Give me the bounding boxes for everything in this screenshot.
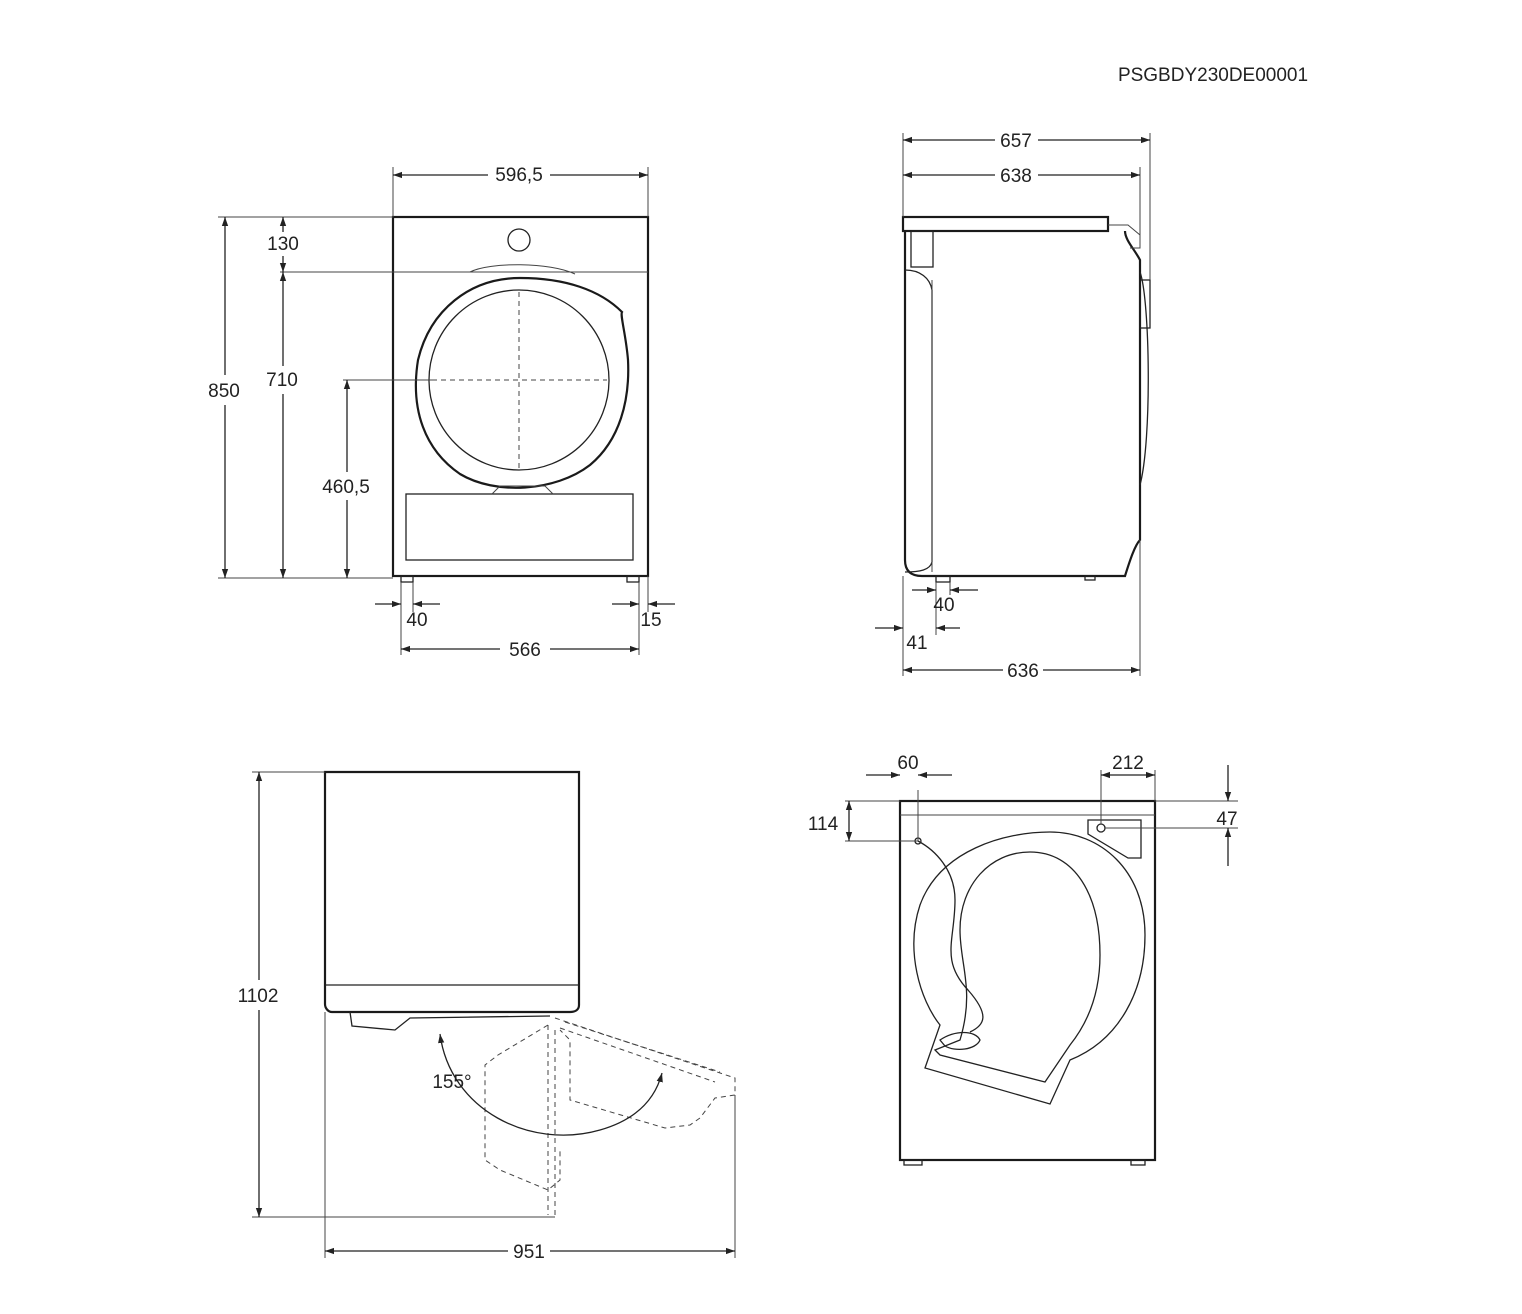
- side-top-cover: [901, 215, 1110, 233]
- front-foot-right-label: 15: [640, 610, 661, 631]
- side-view: 657 638 40 41 636: [875, 131, 1151, 682]
- front-filter-panel: [405, 493, 634, 561]
- side-door-handle: [1139, 279, 1151, 329]
- front-top-panel-label: 130: [267, 234, 299, 255]
- rear-hose-height-label: 47: [1216, 809, 1237, 830]
- rear-drum-inner: [933, 851, 1101, 1083]
- rear-hose-offset-label: 212: [1112, 753, 1144, 774]
- front-height-label: 850: [208, 381, 240, 402]
- door-open-body: [323, 770, 581, 1014]
- door-open-ghost-2: [484, 1024, 561, 1191]
- door-open-height-label: 1102: [238, 986, 279, 1007]
- side-front-top: [1108, 224, 1141, 249]
- side-foot-offset-label: 40: [933, 595, 954, 616]
- side-rear-offset-label: 41: [906, 633, 927, 654]
- front-view: 596,5 850 130 710 460,5 40 15: [208, 165, 675, 661]
- front-body: [391, 215, 650, 578]
- door-open-view: 155° 1102 951: [238, 770, 736, 1263]
- front-control-knob: [507, 228, 531, 252]
- rear-foot-right: [1130, 1159, 1146, 1166]
- side-foot-rear: [935, 575, 951, 583]
- front-door-center-label: 460,5: [322, 477, 370, 498]
- rear-drain-hose-outlet: [1087, 819, 1142, 859]
- door-open-ghost-1: [554, 1017, 736, 1129]
- door-open-angle-arc: [438, 1033, 663, 1136]
- rear-foot-left: [903, 1159, 923, 1166]
- side-foot-front: [1084, 575, 1096, 581]
- side-rear-panel: [904, 269, 933, 573]
- front-door-top-arc: [469, 264, 576, 275]
- front-door-glass: [428, 289, 610, 471]
- front-feet-span-label: 566: [509, 640, 541, 661]
- rear-body: [898, 799, 1157, 1162]
- rear-cable-offset-label: 60: [897, 753, 918, 774]
- side-depth-base-label: 636: [1007, 661, 1039, 682]
- door-open-angle-label: 155°: [432, 1072, 471, 1093]
- rear-power-cable: [917, 840, 984, 1033]
- front-door-height-label: 710: [266, 370, 298, 391]
- side-door-bulge: [1139, 271, 1149, 486]
- front-width-label: 596,5: [495, 165, 543, 186]
- rear-cable-plug: [939, 1031, 981, 1051]
- side-rear-bracket: [910, 230, 934, 268]
- side-depth-body-label: 638: [1000, 166, 1032, 187]
- front-door-outer: [414, 276, 630, 489]
- rear-cable-height-label: 114: [808, 814, 839, 835]
- door-open-hinge: [349, 1011, 551, 1031]
- side-body: [903, 230, 1142, 578]
- front-foot-right: [626, 575, 640, 583]
- document-code: PSGBDY230DE00001: [1118, 65, 1308, 86]
- front-filter-handle: [491, 485, 554, 495]
- front-foot-left-label: 40: [406, 610, 427, 631]
- door-open-depth-label: 951: [513, 1242, 545, 1263]
- front-foot-left: [400, 575, 414, 583]
- rear-view: 60 212 114 47: [808, 753, 1238, 1166]
- side-depth-total-label: 657: [1000, 131, 1032, 152]
- rear-drum-outer: [913, 831, 1146, 1105]
